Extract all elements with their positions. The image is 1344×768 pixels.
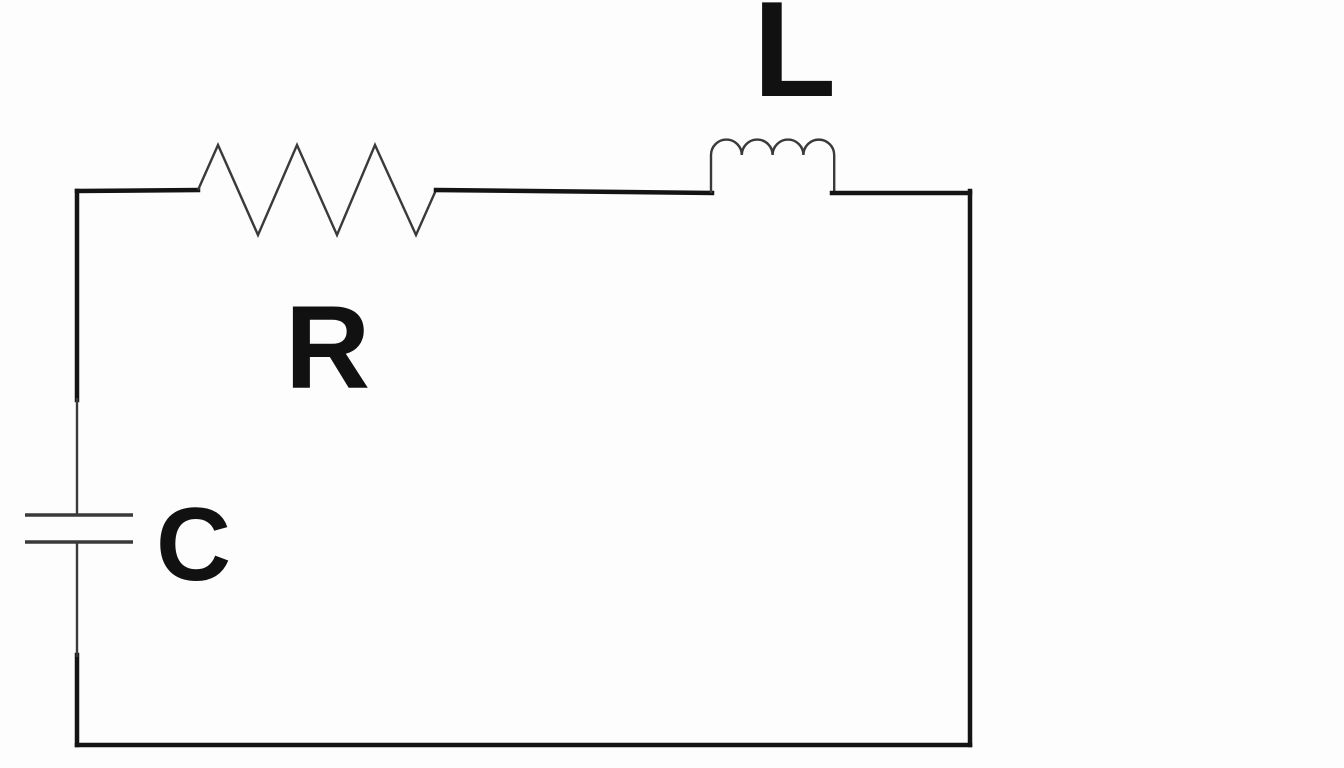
inductor-coil: [709, 138, 836, 193]
resistor-zigzag: [196, 142, 438, 239]
resistor-lead-right: [433, 187, 715, 196]
capacitor-label: C: [156, 487, 231, 603]
resistor-label: R: [285, 282, 370, 414]
resistor-lead-left: [74, 187, 201, 194]
inductor-label: L: [753, 0, 836, 125]
